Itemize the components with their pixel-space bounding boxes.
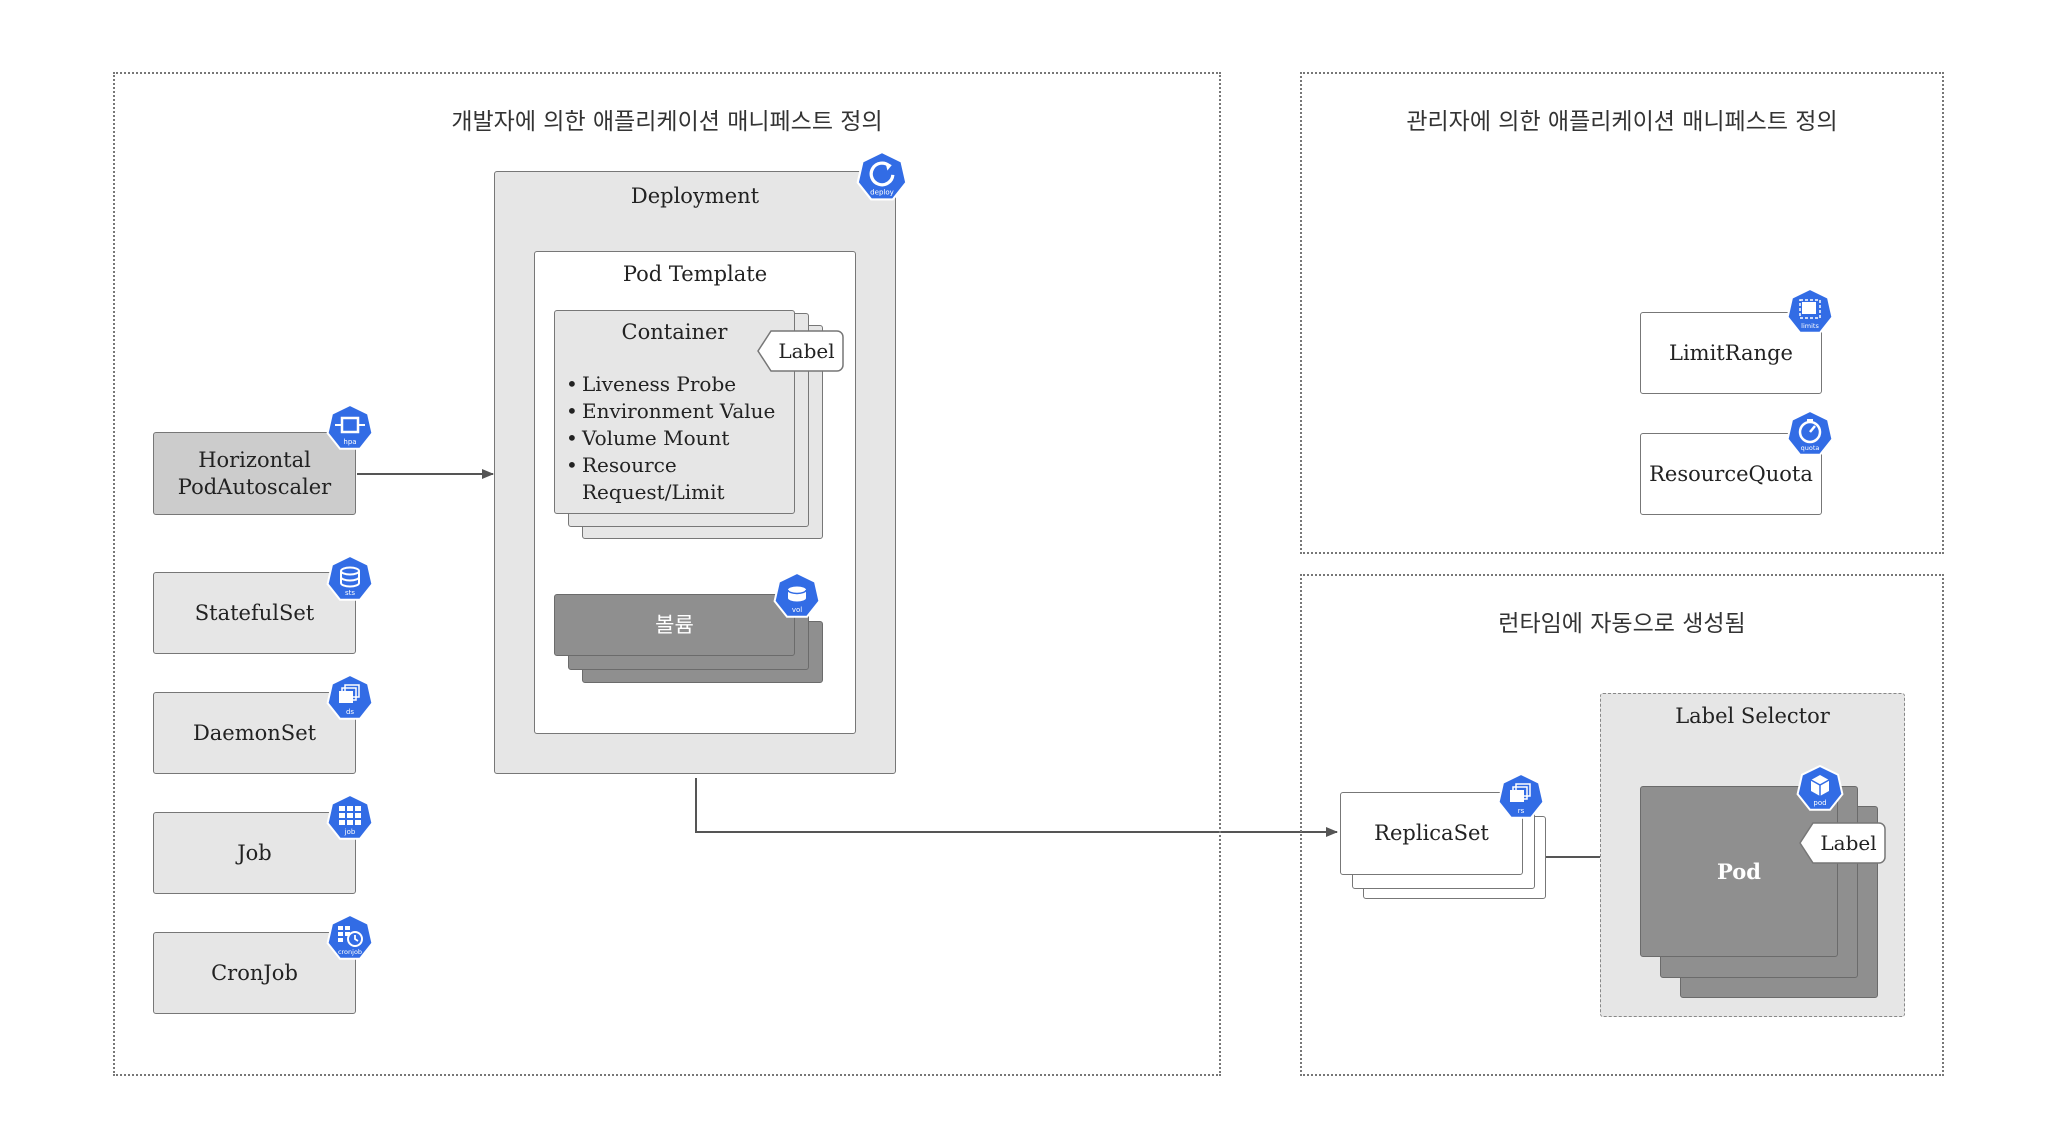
bullet-liveness-probe: Liveness Probe	[566, 371, 775, 398]
statefulset-icon: sts	[326, 555, 374, 601]
admin-region-title: 관리자에 의한 애플리케이션 매니페스트 정의	[1406, 109, 1838, 135]
pod-box[interactable]: Pod	[1640, 786, 1838, 957]
container-label-tag: Label	[757, 330, 844, 372]
hpa-label-line2: PodAutoscaler	[177, 474, 332, 499]
job-icon: job	[326, 794, 374, 840]
pod-label-text: Label	[1820, 831, 1877, 855]
hpa-label-line1: Horizontal	[198, 447, 311, 472]
container-box[interactable]: Container Liveness Probe Environment Val…	[554, 310, 795, 514]
svg-text:deploy: deploy	[870, 187, 894, 196]
resourcequota-label: ResourceQuota	[1649, 461, 1813, 486]
svg-text:job: job	[344, 828, 356, 836]
developer-region-title: 개발자에 의한 애플리케이션 매니페스트 정의	[451, 109, 883, 135]
pod-label-tag-shape	[1799, 822, 1886, 864]
deployment-title: Deployment	[630, 184, 760, 208]
svg-text:sts: sts	[345, 589, 355, 597]
svg-text:rs: rs	[1518, 807, 1525, 815]
limitrange-icon: limits	[1786, 288, 1834, 334]
pod-label-tag: Label	[1799, 822, 1886, 864]
job-box[interactable]: Job	[153, 812, 356, 894]
runtime-region-title: 런타임에 자동으로 생성됨	[1498, 611, 1746, 637]
container-title: Container	[621, 320, 728, 344]
limitrange-box[interactable]: LimitRange	[1640, 312, 1822, 394]
hpa-icon: hpa	[326, 404, 374, 450]
bullet-environment-value: Environment Value	[566, 398, 775, 425]
bullet-volume-mount: Volume Mount	[566, 425, 775, 452]
replicaset-label: ReplicaSet	[1374, 821, 1489, 845]
container-label-text: Label	[778, 339, 835, 363]
replicaset-box[interactable]: ReplicaSet	[1340, 792, 1523, 875]
label-tag-shape	[757, 330, 844, 372]
developer-region: 개발자에 의한 애플리케이션 매니페스트 정의	[113, 72, 1221, 1076]
svg-text:ds: ds	[346, 708, 354, 716]
volume-box[interactable]: 볼륨	[554, 594, 795, 656]
cronjob-icon: cronjob	[326, 914, 374, 960]
pod-label: Pod	[1717, 859, 1761, 884]
daemonset-box[interactable]: DaemonSet	[153, 692, 356, 774]
statefulset-box[interactable]: StatefulSet	[153, 572, 356, 654]
pod-template-title: Pod Template	[622, 262, 768, 286]
pod-icon: pod	[1796, 765, 1844, 811]
svg-text:quota: quota	[1801, 444, 1820, 452]
admin-region: 관리자에 의한 애플리케이션 매니페스트 정의	[1300, 72, 1944, 554]
job-label: Job	[237, 840, 272, 865]
cronjob-label: CronJob	[211, 960, 298, 985]
svg-text:limits: limits	[1801, 322, 1819, 330]
runtime-region: 런타임에 자동으로 생성됨	[1300, 574, 1944, 1076]
daemonset-label: DaemonSet	[192, 720, 317, 745]
svg-text:pod: pod	[1813, 799, 1826, 807]
daemonset-icon: ds	[326, 674, 374, 720]
limitrange-label: LimitRange	[1669, 340, 1793, 365]
hpa-box[interactable]: Horizontal PodAutoscaler	[153, 432, 356, 515]
volume-icon: vol	[773, 572, 821, 618]
svg-text:cronjob: cronjob	[338, 948, 362, 956]
container-bullet-list: Liveness Probe Environment Value Volume …	[566, 371, 775, 479]
statefulset-label: StatefulSet	[194, 600, 315, 625]
cronjob-box[interactable]: CronJob	[153, 932, 356, 1014]
volume-label: 볼륨	[655, 612, 694, 637]
deployment-to-replicaset-arrow	[695, 778, 1338, 837]
svg-text:vol: vol	[792, 606, 802, 614]
resourcequota-icon: quota	[1786, 410, 1834, 456]
label-selector-title: Label Selector	[1675, 704, 1830, 728]
svg-text:hpa: hpa	[343, 438, 356, 446]
bullet-resource: Resource	[566, 452, 775, 479]
resourcequota-box[interactable]: ResourceQuota	[1640, 433, 1822, 515]
bullet-request-limit: Request/Limit	[582, 480, 725, 504]
deploy-icon: deploy	[856, 151, 908, 201]
replicaset-icon: rs	[1497, 773, 1545, 819]
